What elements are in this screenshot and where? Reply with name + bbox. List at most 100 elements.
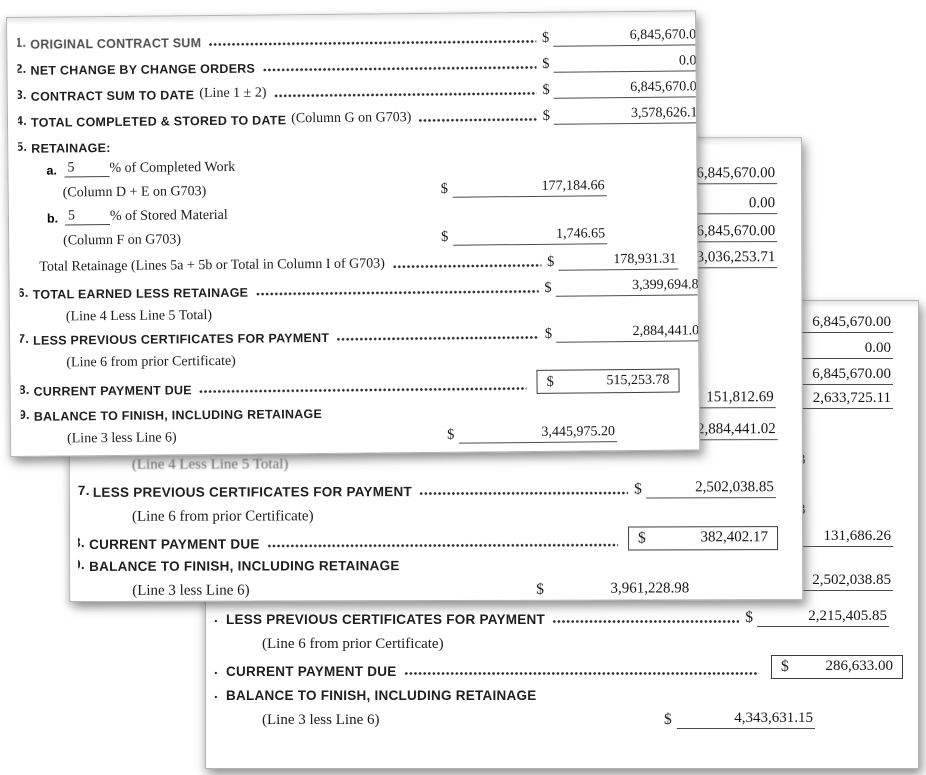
amount-value: 178,931.31 xyxy=(558,251,679,271)
form-line: (Line 6 from prior Certificate) xyxy=(262,633,444,653)
amount-value: 6,845,670.00 xyxy=(553,27,701,47)
form-line: 5. RETAINAGE: xyxy=(18,135,111,156)
amount-value: 2,502,038.85 xyxy=(752,572,893,591)
leader-dots xyxy=(255,289,539,296)
dollar-sign: $ xyxy=(544,279,552,296)
leader-dots xyxy=(336,335,539,341)
dollar-sign: $ xyxy=(446,426,455,443)
line-number: 5. xyxy=(18,139,28,154)
retainage-text: % of Completed Work xyxy=(109,159,236,177)
sub-note: (Line 6 from prior Certificate) xyxy=(66,353,236,371)
line-number: 9. xyxy=(20,407,30,422)
form-line: 6,845,670.00 xyxy=(731,365,893,385)
leader-dots xyxy=(403,672,759,675)
amount-value: 1,746.65 xyxy=(453,226,608,246)
leader-dots xyxy=(208,39,537,47)
form-line: (Column D + E on G703) $ 177,184.66 xyxy=(63,175,697,201)
sub-note: (Line 3 less Line 6) xyxy=(132,582,250,599)
form-line: 1. ORIGINAL CONTRACT SUM $ 6,845,670.00 xyxy=(17,25,701,52)
line-label: NET CHANGE BY CHANGE ORDERS xyxy=(30,61,256,78)
dollar-sign: $ xyxy=(745,609,753,626)
line-letter: b. xyxy=(46,211,59,226)
form-line: . CURRENT PAYMENT DUE $ 286,633.00 xyxy=(214,653,903,679)
line-number: 2. xyxy=(17,61,27,76)
line-number: 4. xyxy=(17,113,28,128)
dollar-sign: $ xyxy=(536,580,544,598)
amount-value: 131,686.26 xyxy=(759,528,893,547)
form-line: 8. CURRENT PAYMENT DUE $ 382,402.17 xyxy=(78,524,779,552)
current-payment-box: $ 382,402.17 xyxy=(628,526,779,551)
line-label: LESS PREVIOUS CERTIFICATES FOR PAYMENT xyxy=(226,612,546,627)
form-line: 2,633,725.11 xyxy=(731,389,893,409)
line-note: (Column F on G703) xyxy=(63,232,182,249)
line-label: ORIGINAL CONTRACT SUM xyxy=(30,36,202,52)
form-line: (Line 3 less Line 6) $ 3,445,975.20 xyxy=(67,421,699,447)
form-line: b. 5 % of Stored Material xyxy=(47,204,228,226)
line-number: 7. xyxy=(20,331,30,346)
current-payment-box: $ 515,253.78 xyxy=(536,368,680,394)
payment-application-page-1: 1. ORIGINAL CONTRACT SUM $ 6,845,670.00 … xyxy=(6,10,701,457)
form-line: Total Retainage (Lines 5a + 5b or Total … xyxy=(39,250,679,276)
current-payment-box: $ 286,633.00 xyxy=(771,655,903,679)
leader-dots xyxy=(266,543,619,548)
form-line: 0.00 xyxy=(731,339,893,359)
form-line: 131,686.26 xyxy=(759,527,893,547)
dollar-sign: $ xyxy=(542,55,550,72)
sub-note: (Line 6 from prior Certificate) xyxy=(131,508,314,525)
line-number: 8. xyxy=(20,382,30,397)
amount-value: 6,845,670.00 xyxy=(731,314,893,333)
line-label: CURRENT PAYMENT DUE xyxy=(226,664,397,679)
amount-value: 3,399,694.80 xyxy=(555,277,701,297)
form-line: 9. BALANCE TO FINISH, INCLUDING RETAINAG… xyxy=(21,401,322,424)
dollar-sign: $ xyxy=(542,81,550,98)
form-line: (Line 4 Less Line 5 Total) xyxy=(132,453,289,473)
form-line: 9. BALANCE TO FINISH, INCLUDING RETAINAG… xyxy=(78,553,400,574)
line-number: 7. xyxy=(77,482,90,498)
form-line: 6,845,670.00 xyxy=(731,313,893,333)
line-label: CONTRACT SUM TO DATE xyxy=(30,88,195,104)
line-label: LESS PREVIOUS CERTIFICATES FOR PAYMENT xyxy=(33,330,330,348)
line-number: 9. xyxy=(78,556,85,572)
amount-value: 4,343,631.15 xyxy=(677,710,815,729)
line-note: (Line 1 ± 2) xyxy=(199,85,267,102)
form-line: 4. TOTAL COMPLETED & STORED TO DATE (Col… xyxy=(17,103,701,130)
sub-note: (Line 6 from prior Certificate) xyxy=(262,636,444,652)
total-retainage-label: Total Retainage (Lines 5a + 5b or Total … xyxy=(39,256,385,275)
amount-value: 382,402.17 xyxy=(700,529,769,546)
amount-value: 2,502,038.85 xyxy=(645,479,776,499)
form-line: (Line 6 from prior Certificate) xyxy=(132,505,314,525)
amount-value: 2,884,441.02 xyxy=(555,323,701,343)
amount-value: 6,845,670.00 xyxy=(553,79,701,99)
amount-value: 286,633.00 xyxy=(825,658,894,674)
dollar-sign: $ xyxy=(634,480,642,498)
line-letter: a. xyxy=(46,163,57,178)
retainage-text: % of Stored Material xyxy=(109,207,228,225)
line-label: BALANCE TO FINISH, INCLUDING RETAINAGE xyxy=(226,688,537,703)
form-line: (Line 4 Less Line 5 Total) xyxy=(66,304,212,325)
sub-note: (Line 4 Less Line 5 Total) xyxy=(65,308,213,325)
leader-dots xyxy=(262,65,537,72)
leader-dots xyxy=(391,263,542,269)
line-number: . xyxy=(214,610,219,625)
amount-value: 2,633,725.11 xyxy=(731,390,893,409)
dollar-sign: $ xyxy=(544,325,553,342)
form-line: 6. TOTAL EARNED LESS RETAINAGE $ 3,399,6… xyxy=(20,275,701,302)
leader-dots xyxy=(552,620,740,623)
line-label: TOTAL EARNED LESS RETAINAGE xyxy=(32,285,249,302)
amount-value: 0.00 xyxy=(553,53,701,73)
line-label: RETAINAGE: xyxy=(31,141,111,156)
dollar-sign: $ xyxy=(781,658,789,675)
leader-dots xyxy=(418,117,537,123)
amount-value: 6,845,670.00 xyxy=(731,366,893,385)
form-line: 3. CONTRACT SUM TO DATE (Line 1 ± 2) $ 6… xyxy=(18,77,701,104)
form-line: 7. LESS PREVIOUS CERTIFICATES FOR PAYMEN… xyxy=(78,478,776,500)
leader-dots xyxy=(273,91,537,98)
form-line: 8. CURRENT PAYMENT DUE $ 515,253.78 xyxy=(20,367,680,399)
form-line: 2,502,038.85 xyxy=(752,571,893,591)
amount-value: 3,578,626.11 xyxy=(553,105,701,125)
form-line: (Line 6 from prior Certificate) xyxy=(66,350,236,372)
dollar-sign: $ xyxy=(541,29,550,46)
line-label: CURRENT PAYMENT DUE xyxy=(33,383,192,399)
dollar-sign: $ xyxy=(441,228,449,245)
line-number: 8. xyxy=(78,534,85,550)
